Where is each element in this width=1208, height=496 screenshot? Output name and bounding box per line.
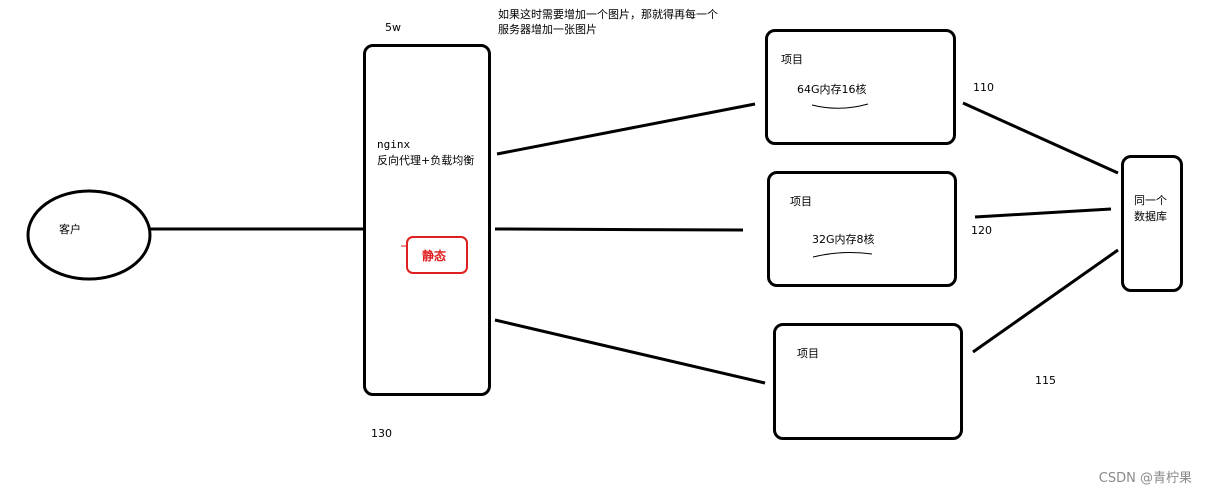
client-label: 客户 <box>59 223 81 236</box>
nginx-note: 如果这时需要增加一个图片，那就得再每一个服务器增加一张图片 <box>498 8 718 36</box>
static-label: 静态 <box>422 249 447 263</box>
server-1-to-db-line <box>962 101 1119 175</box>
server-2-port: 120 <box>971 224 992 237</box>
server-2-to-db-line <box>974 207 1112 219</box>
watermark: CSDN @青柠果 <box>1098 471 1192 486</box>
nginx-bottom-label: 130 <box>371 427 392 440</box>
server-3-to-db-line <box>972 248 1119 354</box>
nginx-subtitle: 反向代理+负载均衡 <box>377 154 475 167</box>
server-1-title: 项目 <box>781 53 803 66</box>
spec-underline-1 <box>811 103 869 109</box>
server-node-3: 项目 <box>773 323 963 440</box>
nginx-to-server-1-line <box>496 102 756 156</box>
static-resource-badge: 静态 <box>406 236 468 274</box>
database-node: 同一个数据库 <box>1121 155 1183 292</box>
spec-underline-2 <box>812 252 873 258</box>
nginx-to-server-3-line <box>494 318 766 385</box>
nginx-to-server-2-line <box>494 227 744 232</box>
server-1-port: 110 <box>973 81 994 94</box>
nginx-title: nginx <box>377 138 411 151</box>
server-2-spec: 32G内存8核 <box>812 233 875 246</box>
server-node-1: 项目 64G内存16核 <box>765 29 956 145</box>
nginx-top-label: 5w <box>385 21 401 34</box>
server-1-spec: 64G内存16核 <box>797 83 867 96</box>
server-2-title: 项目 <box>790 195 812 208</box>
client-node-shape <box>26 189 152 281</box>
server-3-title: 项目 <box>797 347 819 360</box>
server-node-2: 项目 32G内存8核 <box>767 171 957 287</box>
database-label: 同一个数据库 <box>1134 194 1167 223</box>
server-3-port: 115 <box>1035 374 1056 387</box>
nginx-node: nginx 反向代理+负载均衡 <box>363 44 491 396</box>
